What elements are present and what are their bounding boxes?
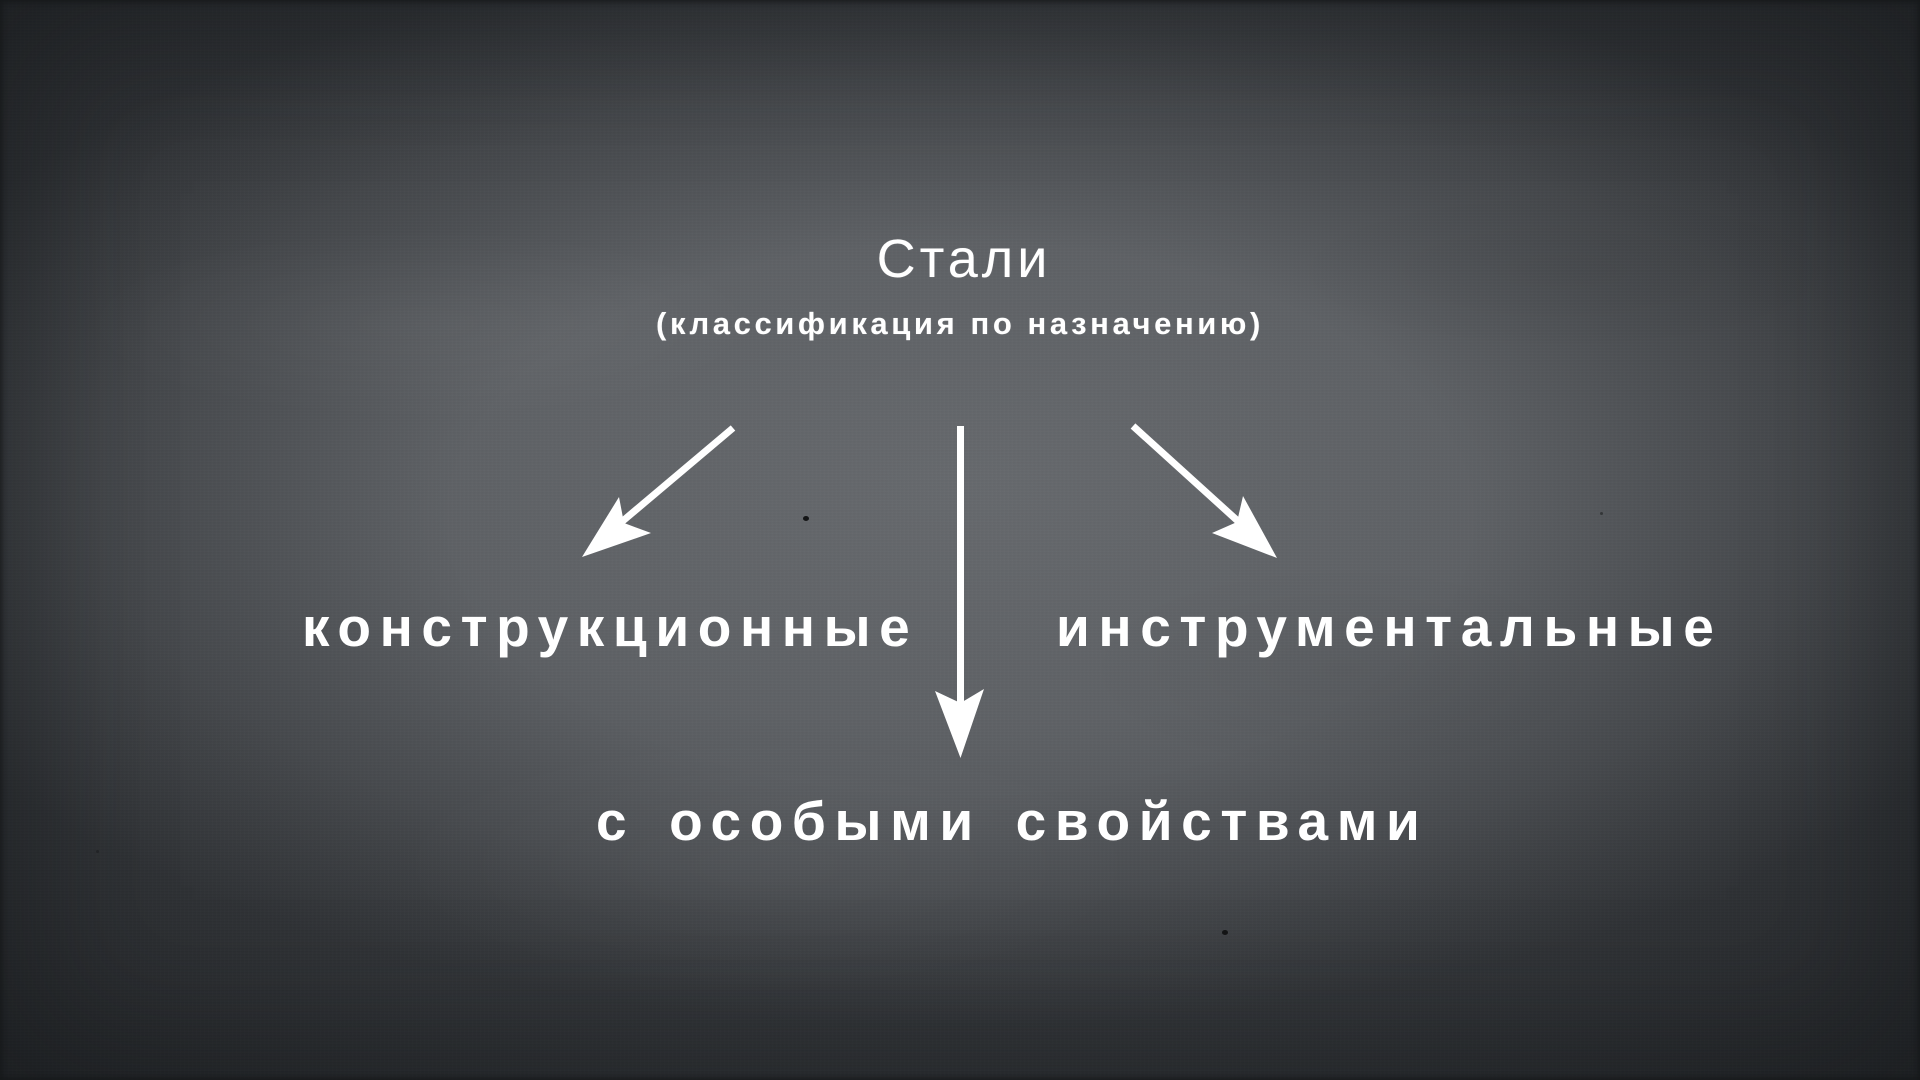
dust-speck (96, 850, 99, 853)
dust-speck (803, 516, 809, 521)
arrow-down-icon (935, 426, 984, 758)
dust-speck (1600, 512, 1603, 515)
diagram-title: Стали (876, 229, 1052, 289)
arrow-down-left-icon (582, 425, 736, 557)
dust-speck (1222, 930, 1228, 935)
node-special: с особыми свойствами (596, 790, 1429, 852)
node-tool: инструментальные (1056, 596, 1723, 658)
node-structural: конструкционные (302, 596, 919, 658)
diagram-subtitle: (классификация по назначению) (656, 306, 1264, 341)
arrow-down-right-icon (1130, 423, 1277, 558)
